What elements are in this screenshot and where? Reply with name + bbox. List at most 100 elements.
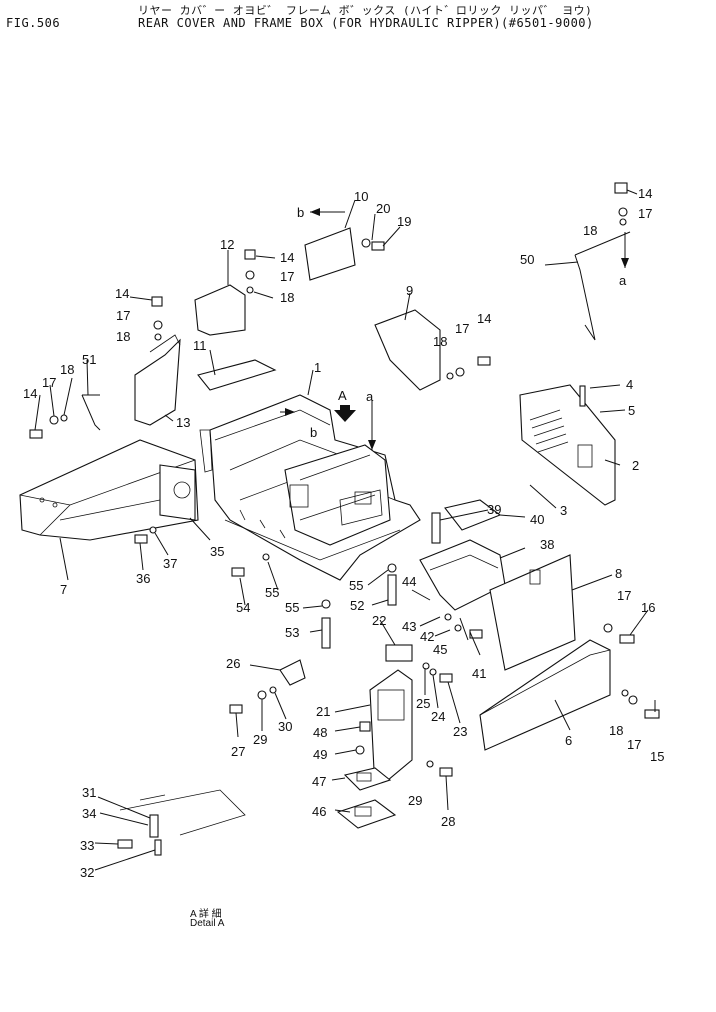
callout-36: 36	[136, 571, 150, 586]
view-label-b-1: b	[297, 205, 304, 220]
view-label-b-2: b	[310, 425, 317, 440]
callout-22: 22	[372, 613, 386, 628]
callout-53: 53	[285, 625, 299, 640]
callout-numbers: 1 2 3 4 5 6 7 8 9 10 11 12 13 14 14 14 1…	[23, 186, 664, 880]
callout-37: 37	[163, 556, 177, 571]
callout-30: 30	[278, 719, 292, 734]
callout-18-d: 18	[433, 334, 447, 349]
callout-48: 48	[313, 725, 327, 740]
part-plate-46	[336, 799, 397, 829]
callout-20: 20	[376, 201, 390, 216]
view-label-A: A	[338, 388, 347, 403]
view-label-a-1: a	[366, 389, 374, 404]
callout-5: 5	[628, 403, 635, 418]
callout-42: 42	[420, 629, 434, 644]
part-frame-box	[199, 394, 421, 581]
callout-32: 32	[80, 865, 94, 880]
callout-29-b: 29	[408, 793, 422, 808]
view-arrow-A-icon	[334, 405, 356, 422]
callout-10: 10	[354, 189, 368, 204]
part-plate-47	[343, 767, 392, 791]
callout-16: 16	[641, 600, 655, 615]
callout-15: 15	[650, 749, 664, 764]
detail-a-label-jp: A 詳 細	[190, 909, 222, 920]
view-arrow-a-icon	[368, 440, 376, 450]
callout-12: 12	[220, 237, 234, 252]
leader-lines	[34, 189, 656, 871]
callout-14-a: 14	[638, 186, 652, 201]
callout-2: 2	[632, 458, 639, 473]
title-english: REAR COVER AND FRAME BOX (FOR HYDRAULIC …	[138, 16, 594, 30]
callout-44: 44	[402, 574, 416, 589]
callout-18-c: 18	[116, 329, 130, 344]
callout-43: 43	[402, 619, 416, 634]
callout-27: 27	[231, 744, 245, 759]
part-clip-26	[279, 659, 306, 686]
callout-40: 40	[530, 512, 544, 527]
callout-18-f: 18	[609, 723, 623, 738]
callout-17-e: 17	[42, 375, 56, 390]
part-plate-11	[197, 359, 277, 391]
callout-33: 33	[80, 838, 94, 853]
part-left-cover	[19, 439, 199, 541]
callout-45: 45	[433, 642, 447, 657]
figure-number: FIG.506	[6, 16, 61, 30]
callout-14-c: 14	[115, 286, 129, 301]
part-plate-10	[304, 227, 356, 281]
callout-50: 50	[520, 252, 534, 267]
callout-23: 23	[453, 724, 467, 739]
callout-7: 7	[60, 582, 67, 597]
callout-18-e: 18	[60, 362, 74, 377]
callout-54: 54	[236, 600, 250, 615]
callout-21: 21	[316, 704, 330, 719]
part-cover-9	[374, 309, 441, 391]
view-arrows: A a a b b	[280, 205, 629, 450]
callout-17-a: 17	[638, 206, 652, 221]
callout-38: 38	[540, 537, 554, 552]
callout-28: 28	[441, 814, 455, 829]
part-bracket-13	[134, 334, 181, 426]
callout-17-b: 17	[280, 269, 294, 284]
callout-1: 1	[314, 360, 321, 375]
callout-18-a: 18	[583, 223, 597, 238]
callout-4: 4	[626, 377, 633, 392]
callout-39: 39	[487, 502, 501, 517]
part-pin-39	[431, 512, 441, 544]
view-arrow-a-right-icon	[621, 258, 629, 268]
view-label-a-2: a	[619, 273, 627, 288]
callout-52: 52	[350, 598, 364, 613]
part-block-22	[385, 644, 413, 662]
callout-14-e: 14	[23, 386, 37, 401]
callout-17-c: 17	[116, 308, 130, 323]
callout-8: 8	[615, 566, 622, 581]
callout-51: 51	[82, 352, 96, 367]
callout-55-a: 55	[265, 585, 279, 600]
callout-29-a: 29	[253, 732, 267, 747]
callout-55-c: 55	[349, 578, 363, 593]
part-cover-8	[489, 554, 576, 671]
part-side-plate	[159, 464, 196, 521]
callout-17-g: 17	[627, 737, 641, 752]
part-bracket-21	[369, 669, 413, 781]
callout-24: 24	[431, 709, 445, 724]
part-cover-12	[194, 284, 246, 336]
callout-55-b: 55	[285, 600, 299, 615]
callout-13: 13	[176, 415, 190, 430]
view-arrow-b-icon	[310, 208, 320, 216]
callout-3: 3	[560, 503, 567, 518]
part-handle-51	[81, 394, 101, 431]
callout-31: 31	[82, 785, 96, 800]
detail-a-drawing	[119, 789, 246, 856]
callout-11: 11	[193, 338, 207, 353]
part-side-panel-2	[519, 384, 616, 506]
callout-17-d: 17	[455, 321, 469, 336]
callout-46: 46	[312, 804, 326, 819]
callout-17-f: 17	[617, 588, 631, 603]
part-bottom-cover-6	[479, 639, 611, 751]
view-arrow-b2-icon	[285, 408, 295, 416]
detail-a-label-en: Detail A	[190, 918, 225, 929]
callout-6: 6	[565, 733, 572, 748]
callout-18-b: 18	[280, 290, 294, 305]
callout-41: 41	[472, 666, 486, 681]
